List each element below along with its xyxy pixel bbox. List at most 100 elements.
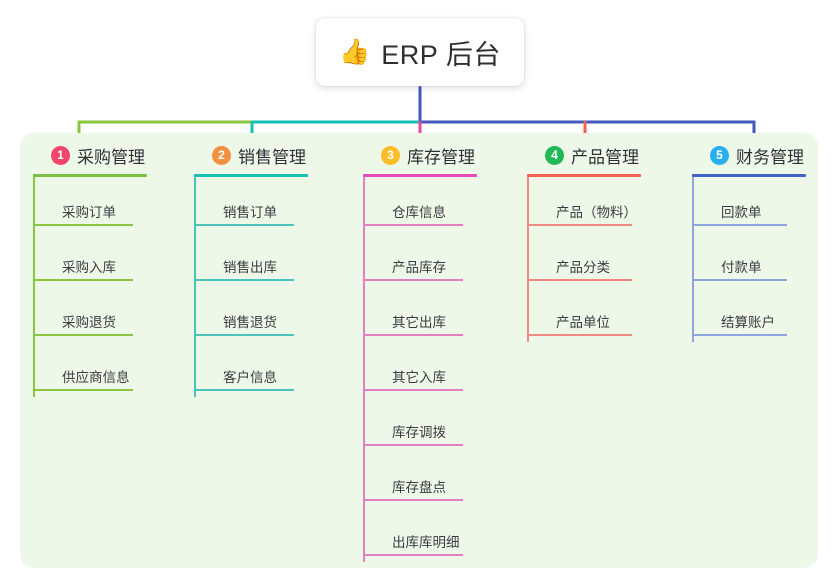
list-item[interactable]: 客户信息 xyxy=(194,342,308,397)
diagram-panel xyxy=(20,133,818,568)
column-badge-3: 3 xyxy=(381,145,400,165)
list-item-rule xyxy=(33,279,133,281)
list-item-rule xyxy=(527,334,632,336)
column-title-3: 库存管理 xyxy=(407,147,475,167)
list-item[interactable]: 产品分类 xyxy=(527,232,641,287)
column-title-2: 销售管理 xyxy=(238,147,306,167)
column-1: 1 采购管理采购订单采购入库采购退货供应商信息 xyxy=(33,143,147,397)
list-item-label: 结算账户 xyxy=(721,315,775,330)
list-item-rule xyxy=(194,389,294,391)
list-item-rule xyxy=(194,334,294,336)
list-item[interactable]: 采购退货 xyxy=(33,287,147,342)
list-item-label: 客户信息 xyxy=(223,370,277,385)
list-item-rule xyxy=(33,224,133,226)
list-item-label: 库存盘点 xyxy=(392,480,446,495)
list-item-label: 仓库信息 xyxy=(392,205,446,220)
list-item-label: 产品单位 xyxy=(556,315,610,330)
column-items-3: 仓库信息产品库存其它出库其它入库库存调拨库存盘点出库库明细 xyxy=(363,177,477,562)
column-header-4[interactable]: 4 产品管理 xyxy=(527,143,641,167)
list-item-rule xyxy=(363,554,463,556)
list-item[interactable]: 出库库明细 xyxy=(363,507,477,562)
column-header-5[interactable]: 5 财务管理 xyxy=(692,143,806,167)
list-item-rule xyxy=(194,279,294,281)
list-item-rule xyxy=(363,224,463,226)
root-node[interactable]: 👍 ERP 后台 xyxy=(316,18,524,86)
list-item-rule xyxy=(527,279,632,281)
list-item-label: 库存调拨 xyxy=(392,425,446,440)
column-items-2: 销售订单销售出库销售退货客户信息 xyxy=(194,177,308,397)
column-header-2[interactable]: 2 销售管理 xyxy=(194,143,308,167)
list-item[interactable]: 其它出库 xyxy=(363,287,477,342)
list-item-rule xyxy=(33,389,133,391)
list-item[interactable]: 销售退货 xyxy=(194,287,308,342)
list-item[interactable]: 销售出库 xyxy=(194,232,308,287)
list-item-label: 产品分类 xyxy=(556,260,610,275)
list-item-label: 销售退货 xyxy=(223,315,277,330)
column-badge-1: 1 xyxy=(51,145,70,165)
column-spine-4 xyxy=(527,177,529,342)
root-title: ERP 后台 xyxy=(381,39,501,70)
list-item-rule xyxy=(363,389,463,391)
column-title-4: 产品管理 xyxy=(571,147,639,167)
list-item[interactable]: 仓库信息 xyxy=(363,177,477,232)
list-item[interactable]: 其它入库 xyxy=(363,342,477,397)
list-item-rule xyxy=(692,334,787,336)
list-item-label: 采购订单 xyxy=(62,205,116,220)
list-item-label: 其它入库 xyxy=(392,370,446,385)
list-item-label: 销售出库 xyxy=(223,260,277,275)
list-item[interactable]: 供应商信息 xyxy=(33,342,147,397)
list-item-label: 回款单 xyxy=(721,205,762,220)
list-item[interactable]: 产品库存 xyxy=(363,232,477,287)
list-item-rule xyxy=(33,334,133,336)
column-spine-1 xyxy=(33,177,35,397)
list-item[interactable]: 采购入库 xyxy=(33,232,147,287)
list-item[interactable]: 销售订单 xyxy=(194,177,308,232)
column-4: 4 产品管理产品（物料） 产品分类产品单位 xyxy=(527,143,641,342)
column-header-3[interactable]: 3 库存管理 xyxy=(363,143,477,167)
column-items-4: 产品（物料） 产品分类产品单位 xyxy=(527,177,641,342)
column-rule-4 xyxy=(527,174,641,177)
list-item[interactable]: 产品单位 xyxy=(527,287,641,342)
list-item[interactable]: 付款单 xyxy=(692,232,806,287)
column-badge-5: 5 xyxy=(710,145,729,165)
list-item-rule xyxy=(692,224,787,226)
list-item-rule xyxy=(363,279,463,281)
column-spine-2 xyxy=(194,177,196,397)
list-item[interactable]: 回款单 xyxy=(692,177,806,232)
list-item-label: 销售订单 xyxy=(223,205,277,220)
list-item-label: 其它出库 xyxy=(392,315,446,330)
column-2: 2 销售管理销售订单销售出库销售退货客户信息 xyxy=(194,143,308,397)
list-item-rule xyxy=(363,444,463,446)
list-item-rule xyxy=(194,224,294,226)
list-item-label: 供应商信息 xyxy=(62,370,130,385)
column-rule-2 xyxy=(194,174,308,177)
list-item[interactable]: 采购订单 xyxy=(33,177,147,232)
list-item-label: 付款单 xyxy=(721,260,762,275)
list-item[interactable]: 结算账户 xyxy=(692,287,806,342)
list-item[interactable]: 库存盘点 xyxy=(363,452,477,507)
column-header-1[interactable]: 1 采购管理 xyxy=(33,143,147,167)
list-item[interactable]: 产品（物料） xyxy=(527,177,641,232)
column-rule-3 xyxy=(363,174,477,177)
list-item-rule xyxy=(363,334,463,336)
list-item-label: 产品库存 xyxy=(392,260,446,275)
column-5: 5 财务管理回款单付款单结算账户 xyxy=(692,143,806,342)
column-title-1: 采购管理 xyxy=(77,147,145,167)
column-badge-2: 2 xyxy=(212,145,231,165)
list-item-label: 采购退货 xyxy=(62,315,116,330)
list-item-label: 采购入库 xyxy=(62,260,116,275)
list-item-rule xyxy=(692,279,787,281)
list-item-label: 产品（物料） xyxy=(556,205,637,220)
list-item-label: 出库库明细 xyxy=(392,535,460,550)
list-item-rule xyxy=(363,499,463,501)
list-item-rule xyxy=(527,224,632,226)
column-items-5: 回款单付款单结算账户 xyxy=(692,177,806,342)
list-item[interactable]: 库存调拨 xyxy=(363,397,477,452)
column-badge-4: 4 xyxy=(545,145,564,165)
root-node-content: 👍 ERP 后台 xyxy=(339,33,501,72)
column-rule-1 xyxy=(33,174,147,177)
column-title-5: 财务管理 xyxy=(736,147,804,167)
thumbs-up-icon: 👍 xyxy=(339,37,371,66)
column-rule-5 xyxy=(692,174,806,177)
